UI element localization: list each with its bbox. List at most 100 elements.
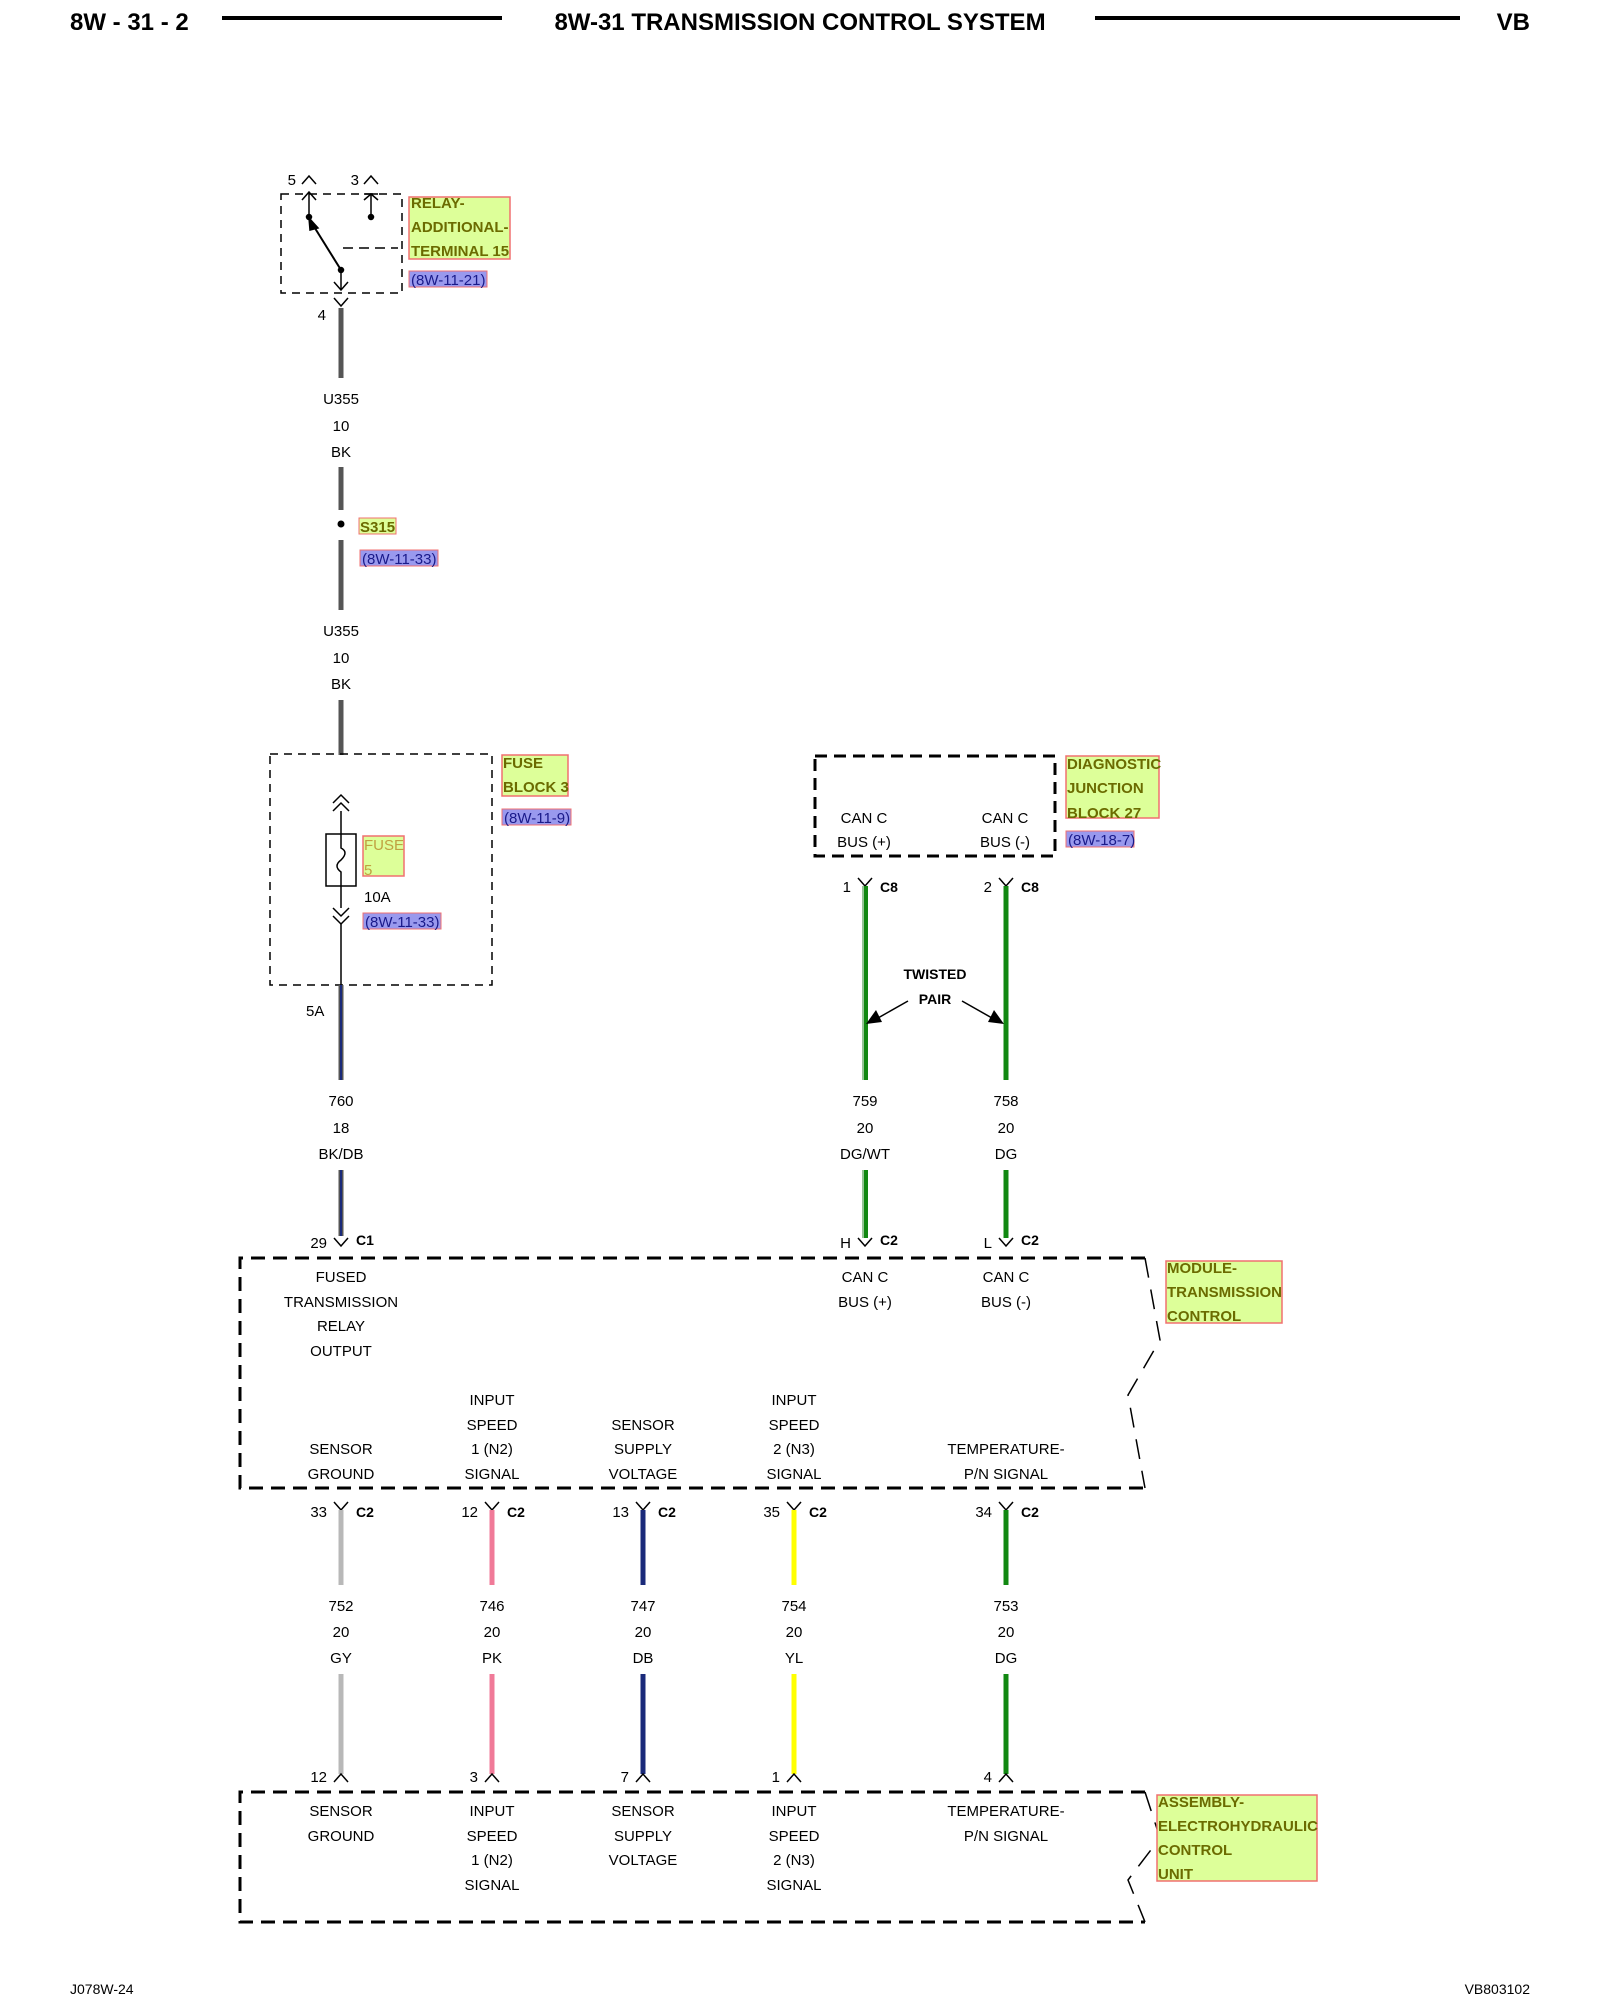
relay-pin-3-connector [363,174,379,185]
diag-pin1-connector-id: C8 [880,879,898,895]
tcm-pin-35-connector [786,1501,802,1512]
ehcu-pin-7-desc-3: VOLTAGE [609,1852,678,1869]
ehcu-pin-4-desc-2: P/N SIGNAL [964,1828,1048,1845]
fuse-cavity: 5A [306,1003,324,1020]
tcm-label-line-3: CONTROL [1167,1308,1241,1325]
wire-u355-bottom-color: BK [331,676,351,693]
tcm-pin-l-desc-2: BUS (-) [981,1294,1031,1311]
ehcu-pin-1-connector [786,1772,802,1783]
wire-760-circuit: 760 [328,1093,353,1110]
tcm-pin-12-desc-2: SPEED [467,1417,518,1434]
relay-xref[interactable]: (8W-11-21) [411,272,485,289]
ehcu-pin-7-desc-1: SENSOR [611,1803,675,1820]
fuse-block-outline [269,753,493,986]
fuse-block-xref[interactable]: (8W-11-9) [504,810,570,827]
fuse-label-line-2: 5 [364,862,372,879]
ehcu-label-line-2: ELECTROHYDRAULIC [1158,1818,1318,1835]
ehcu-pin-3-connector [484,1772,500,1783]
model-code: VB [1497,9,1530,36]
diag-pin1-line-1: CAN C [841,810,888,827]
ehcu-outline-break [1127,1791,1161,1923]
tcm-pin-29-desc-4: OUTPUT [310,1343,372,1360]
wire-753-circuit: 753 [993,1598,1018,1615]
ehcu-pin-3-desc-4: SIGNAL [464,1877,519,1894]
twisted-pair-arrows [866,1000,1004,1024]
diag-pin2-connector [998,877,1014,888]
wire-747-color: DB [633,1650,654,1667]
wire-752-color: GY [330,1650,352,1667]
wire-758-gauge: 20 [998,1120,1015,1137]
fuse-xref[interactable]: (8W-11-33) [365,914,439,931]
relay-label-box [408,196,511,260]
diag-pin2-line-1: CAN C [982,810,1029,827]
ehcu-pin-7: 7 [621,1769,629,1786]
relay-xref-box [408,270,488,288]
ehcu-pin-1-desc-3: 2 (N3) [773,1852,815,1869]
wire-759-color: DG/WT [840,1146,890,1163]
ehcu-pin-3-desc-2: SPEED [467,1828,518,1845]
page-number: 8W - 31 - 2 [70,9,189,36]
tcm-pin-13-connector-id: C2 [658,1504,676,1520]
ehcu-pin-4-desc-1: TEMPERATURE- [947,1803,1064,1820]
tcm-outline-break [1127,1257,1161,1489]
bottom-wire-labels: 752 20 GY 746 20 PK 747 20 DB 754 20 YL … [328,1598,1018,1667]
wire-759-gauge: 20 [857,1120,874,1137]
relay-label-line-1: RELAY- [411,195,465,212]
fuse-label-box [362,835,405,877]
relay-pin-4-connector [333,297,349,308]
relay-label-line-2: ADDITIONAL- [411,219,509,236]
splice-name: S315 [360,519,395,536]
diag-pin2-connector-id: C8 [1021,879,1039,895]
diag-pin2-line-2: BUS (-) [980,834,1030,851]
ehcu-pin-1: 1 [772,1769,780,1786]
wire-752-circuit: 752 [328,1598,353,1615]
tcm-pin-29-desc-2: TRANSMISSION [284,1294,398,1311]
fuse-xref-box [362,912,442,930]
splice-label-box [358,517,397,535]
ehcu-label-line-4: UNIT [1158,1866,1193,1883]
wire-754-circuit: 754 [781,1598,806,1615]
tcm-pin-35: 35 [763,1504,780,1521]
tcm-pin-29-connector-id: C1 [356,1232,374,1248]
diag-pin1-number: 1 [843,879,851,896]
ehcu-label-line-1: ASSEMBLY- [1158,1794,1244,1811]
tcm-pin-12-desc-1: INPUT [470,1392,515,1409]
tcm-pin-34-connector-id: C2 [1021,1504,1039,1520]
relay-pin-5: 5 [288,172,296,189]
fuse-block-label-line-1: FUSE [503,755,543,772]
tcm-bottom-connectors: 33 C2 12 C2 13 C2 35 C2 34 C2 [310,1501,1039,1521]
wire-746-circuit: 746 [479,1598,504,1615]
diag-xref[interactable]: (8W-18-7) [1068,832,1135,849]
footer-right-code: VB803102 [1465,1981,1531,1997]
diag-label-line-1: DIAGNOSTIC [1067,756,1161,773]
tcm-pin-35-desc-1: INPUT [772,1392,817,1409]
tcm-pin-35-desc-3: 2 (N3) [773,1441,815,1458]
tcm-pin-35-desc-4: SIGNAL [766,1466,821,1483]
wire-754-color: YL [785,1650,803,1667]
fuse-label-line-1: FUSE [364,837,404,854]
wire-u355-bottom-gauge: 10 [333,650,350,667]
tcm-pin-34: 34 [975,1504,992,1521]
tcm-pin-12: 12 [461,1504,478,1521]
ehcu-pin-1-desc-1: INPUT [772,1803,817,1820]
relay-pin-3: 3 [351,172,359,189]
tcm-pin-h-connector [857,1237,873,1248]
wire-754-gauge: 20 [786,1624,803,1641]
splice-xref[interactable]: (8W-11-33) [362,551,436,568]
ehcu-pin-12-connector [333,1772,349,1783]
tcm-pin-l: L [984,1235,992,1252]
ehcu-pin-4-connector [998,1772,1014,1783]
tcm-pin-33-connector [333,1501,349,1512]
tcm-pin-12-desc-3: 1 (N2) [471,1441,513,1458]
wire-760-gauge: 18 [333,1120,350,1137]
ehcu-pin-3-desc-3: 1 (N2) [471,1852,513,1869]
wire-752-gauge: 20 [333,1624,350,1641]
ehcu-pin-7-desc-2: SUPPLY [614,1828,672,1845]
diag-label-box [1065,755,1160,819]
wire-u355-bottom-circuit: U355 [323,623,359,640]
tcm-pin-29-connector [333,1237,349,1248]
tcm-pin-13-desc-3: VOLTAGE [609,1466,678,1483]
wire-747-circuit: 747 [630,1598,655,1615]
wire-758-circuit: 758 [993,1093,1018,1110]
tcm-pin-h-connector-id: C2 [880,1232,898,1248]
